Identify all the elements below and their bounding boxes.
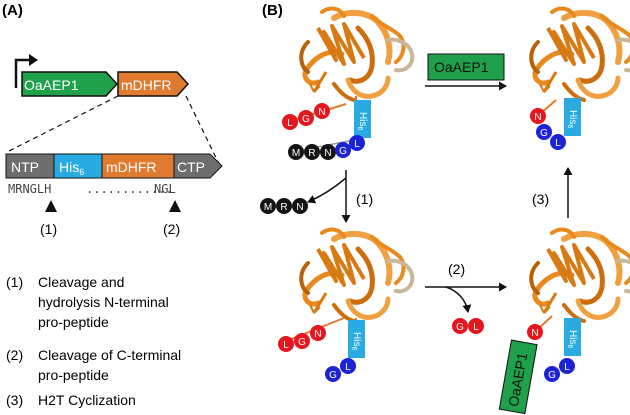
enzyme-box-top-label: OaAEP1	[434, 59, 489, 75]
svg-text:N: N	[296, 202, 303, 213]
step-2-line-1: Cleavage of C-terminal	[38, 347, 181, 363]
domain-ctp-label: CTP	[177, 159, 205, 175]
protein-structure-4	[531, 230, 630, 321]
sequence-dots: ............	[86, 182, 173, 196]
arrow-step-3-label: (3)	[532, 191, 549, 207]
gene-mdhfr: mDHFR	[117, 71, 190, 97]
his-tag-4	[564, 318, 581, 356]
svg-text:G: G	[298, 337, 306, 348]
enzyme-box-top: OaAEP1	[427, 53, 505, 81]
svg-text:G: G	[339, 146, 347, 157]
step-legend: (1) Cleavage and hydrolysis N-terminal p…	[6, 274, 181, 408]
step-2-line-2: pro-peptide	[38, 367, 109, 383]
domain-ntp-label: NTP	[11, 159, 39, 175]
svg-text:M: M	[292, 148, 300, 159]
svg-text:G: G	[302, 114, 310, 125]
svg-text:N: N	[314, 329, 321, 340]
svg-text:N: N	[534, 112, 541, 123]
promoter-arrow-icon	[14, 54, 38, 88]
domain-mdhfr: mDHFR	[101, 153, 175, 179]
zoom-line-left	[6, 95, 119, 153]
his-tag-2	[564, 98, 581, 136]
arrow-step-2-label: (2)	[448, 261, 465, 277]
svg-text:G: G	[548, 370, 556, 381]
step-1-line-1: Cleavage and	[38, 274, 124, 290]
intermediate-protein-2: His6 N G L OaAEP1	[498, 315, 581, 415]
arrow-step-1-branch	[307, 177, 347, 204]
svg-text:His6: His6	[350, 332, 362, 350]
domain-ctp: CTP	[173, 153, 223, 179]
protein-structure-3	[301, 230, 412, 321]
svg-text:M: M	[264, 202, 272, 213]
panel-label-a: (A)	[2, 2, 23, 19]
cleavage-marker-1-icon	[45, 200, 57, 212]
arrow-step-2-branch	[445, 286, 472, 313]
gene-oaaep1-label: OaAEP1	[24, 77, 79, 93]
arrow-step-1-label: (1)	[356, 191, 373, 207]
cleavage-site-2-label: (2)	[163, 221, 180, 237]
domain-his: His6	[53, 153, 103, 179]
svg-text:G: G	[540, 128, 548, 139]
released-mrn-peptide: M R N	[260, 198, 308, 214]
svg-text:L: L	[287, 118, 293, 129]
protein-structure-2	[531, 9, 630, 100]
gene-oaaep1: OaAEP1	[21, 71, 119, 97]
enzyme-bound-oaaep1: OaAEP1	[498, 339, 538, 415]
svg-text:His6: His6	[566, 110, 578, 128]
panel-label-b: (B)	[262, 2, 283, 19]
svg-text:His6: His6	[356, 112, 368, 130]
step-2-number: (2)	[6, 347, 23, 363]
cyclized-protein: His6 N G L	[530, 96, 581, 150]
gene-mdhfr-label: mDHFR	[121, 77, 172, 93]
domain-his-label: His	[59, 159, 79, 175]
cleavage-marker-2-icon	[169, 200, 181, 212]
sequence-start: MRNGLH	[8, 182, 51, 196]
step-1-number: (1)	[6, 274, 23, 290]
svg-text:N: N	[531, 328, 538, 339]
step-1-line-3: pro-peptide	[38, 314, 109, 330]
protein-structure-1	[301, 9, 412, 100]
svg-text:L: L	[564, 362, 570, 373]
svg-text:G: G	[329, 370, 337, 381]
cleavage-site-1-label: (1)	[40, 221, 57, 237]
domain-mdhfr-label: mDHFR	[106, 159, 157, 175]
svg-text:G: G	[456, 322, 464, 333]
domain-his-subscript: 6	[79, 167, 84, 177]
svg-text:L: L	[473, 322, 479, 333]
step-3-number: (3)	[6, 392, 23, 408]
step-3-line-1: H2T Cyclization	[38, 392, 136, 408]
sequence-end: NGL	[154, 182, 176, 196]
precursor-protein: His6 L G N M R N G L	[282, 96, 371, 160]
released-gl-peptide: G L	[452, 318, 484, 334]
svg-text:L: L	[283, 340, 289, 351]
svg-text:His6: His6	[59, 159, 84, 177]
domain-ntp: NTP	[5, 153, 55, 179]
intermediate-protein-1: His6 L G N G L	[278, 317, 365, 382]
his-tag-3	[348, 320, 365, 358]
svg-text:N: N	[318, 107, 325, 118]
his-tag-1	[354, 100, 371, 138]
zoom-line-right	[185, 95, 221, 167]
svg-text:L: L	[345, 362, 351, 373]
svg-text:L: L	[354, 139, 360, 150]
svg-text:N: N	[324, 148, 331, 159]
step-1-line-2: hydrolysis N-terminal	[38, 294, 169, 310]
svg-text:L: L	[555, 138, 561, 149]
svg-text:R: R	[280, 202, 287, 213]
svg-text:His6: His6	[566, 330, 578, 348]
svg-text:R: R	[308, 148, 315, 159]
